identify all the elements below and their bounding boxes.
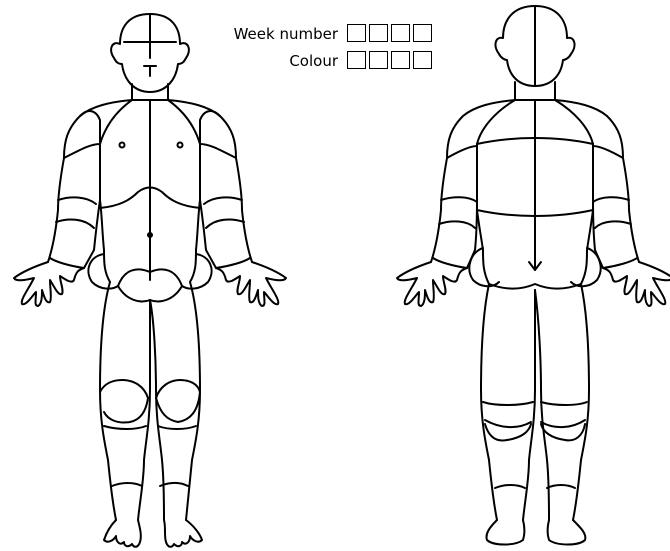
body-back-outline-icon bbox=[385, 0, 670, 551]
week-number-box-1[interactable] bbox=[347, 24, 366, 42]
body-front-outline-icon bbox=[0, 0, 300, 551]
colour-box-1[interactable] bbox=[347, 51, 366, 69]
